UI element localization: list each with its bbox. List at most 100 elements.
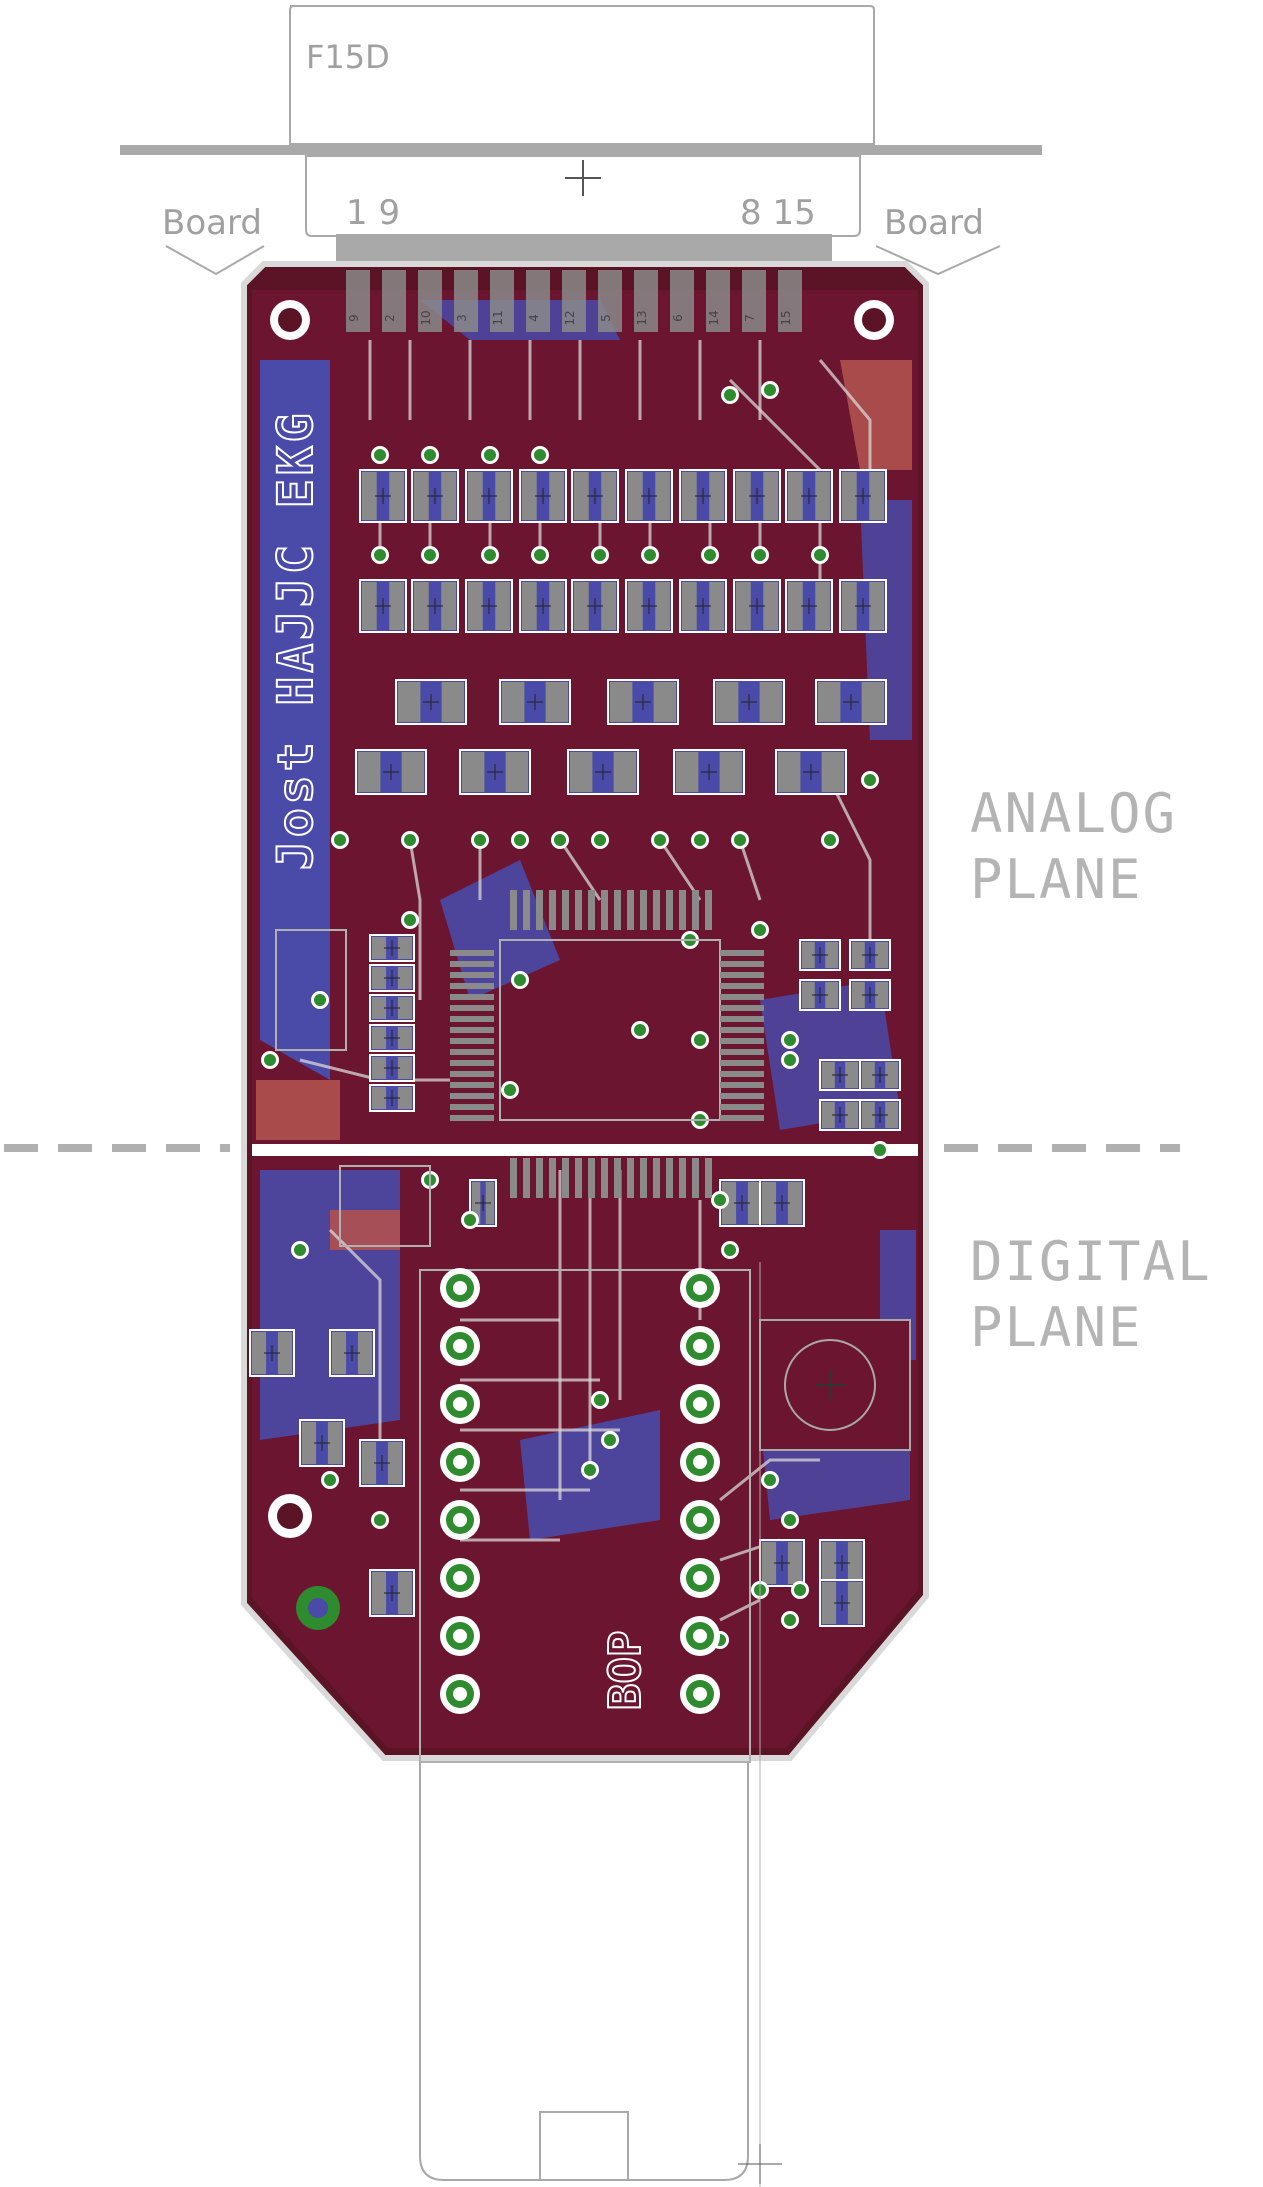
- smd-component: [819, 1539, 865, 1587]
- connector-pad-number: 5: [599, 314, 613, 322]
- qfp-pin: [720, 983, 764, 989]
- qfp-pin: [450, 961, 494, 967]
- smd-component: [519, 579, 567, 633]
- connector-pad-number: 12: [563, 310, 577, 325]
- connector-pad: [454, 270, 478, 332]
- digital-chip-pin: [523, 1158, 530, 1198]
- smd-component: [459, 749, 531, 795]
- qfp-pin: [562, 890, 569, 930]
- qfp-pin: [450, 1082, 494, 1088]
- smd-component: [359, 579, 407, 633]
- trace: [738, 839, 762, 901]
- qfp-pin: [720, 1060, 764, 1066]
- connector-pin-left: 1 9: [346, 193, 400, 233]
- smd-component: [465, 469, 513, 523]
- digital-plane-label: DIGITAL PLANE: [970, 1230, 1210, 1359]
- smd-component: [519, 469, 567, 523]
- qfp-pin: [720, 1005, 764, 1011]
- connector-pad-number: 3: [455, 314, 469, 322]
- smd-component: [329, 1329, 375, 1377]
- qfp-pin: [450, 1071, 494, 1077]
- smd-component: [369, 964, 415, 992]
- svg-text:PLANE: PLANE: [970, 848, 1143, 911]
- qfp-pin: [450, 983, 494, 989]
- trace: [719, 1598, 761, 1622]
- svg-text:PLANE: PLANE: [970, 1296, 1143, 1359]
- digital-chip-pin: [562, 1158, 569, 1198]
- qfp-pin: [523, 890, 530, 930]
- digital-chip-pin: [627, 1158, 634, 1198]
- smd-component: [369, 994, 415, 1022]
- qfp-pin: [614, 890, 621, 930]
- switch-footprint: [759, 1319, 911, 1451]
- qfp-pin: [720, 1115, 764, 1121]
- qfp-pin: [588, 890, 595, 930]
- qfp-pin: [450, 1104, 494, 1110]
- qfp-pin: [720, 994, 764, 1000]
- smd-component: [849, 939, 891, 971]
- qfp-pin: [450, 1038, 494, 1044]
- digital-chip-pin: [640, 1158, 647, 1198]
- qfp-pin: [450, 1093, 494, 1099]
- qfp-pin: [720, 950, 764, 956]
- silk-bottom-text: BOP: [600, 1631, 651, 1710]
- qfp-pin: [666, 890, 673, 930]
- qfp-pin: [450, 1049, 494, 1055]
- digital-chip-pin: [588, 1158, 595, 1198]
- digital-chip-pin: [536, 1158, 543, 1198]
- connector-label: F15D: [306, 38, 390, 76]
- connector-pad-number: 6: [671, 314, 685, 322]
- smd-component: [359, 1439, 405, 1487]
- digital-chip-pin: [653, 1158, 660, 1198]
- qfp-pin: [720, 1027, 764, 1033]
- plane-split-gap: [252, 1144, 918, 1156]
- connector-pad: [562, 270, 586, 332]
- qfp-pin: [450, 1060, 494, 1066]
- smd-component: [819, 1059, 861, 1091]
- smd-component: [571, 579, 619, 633]
- smd-component: [785, 579, 833, 633]
- connector-pad: [742, 270, 766, 332]
- svg-text:Board: Board: [162, 203, 262, 243]
- smd-component: [369, 1084, 415, 1112]
- connector-pad-number: 7: [743, 314, 757, 322]
- qfp-pin: [705, 890, 712, 930]
- smd-component: [499, 679, 571, 725]
- bottom-pour-left: [260, 360, 330, 1080]
- qfp-pin: [720, 1071, 764, 1077]
- connector-pad-number: 9: [347, 314, 361, 322]
- qfp-pin: [450, 1115, 494, 1121]
- digital-chip-pin: [575, 1158, 582, 1198]
- connector-f15d: F15D 1 9 8 15: [120, 5, 1042, 268]
- qfp-pin: [692, 890, 699, 930]
- board-edge-line: [120, 145, 1042, 155]
- digital-chip-pin: [614, 1158, 621, 1198]
- connector-pad: [346, 270, 370, 332]
- smd-component: [299, 1419, 345, 1467]
- analog-plane-label: ANALOG PLANE: [970, 782, 1175, 911]
- digital-chip-pin: [679, 1158, 686, 1198]
- qfp-pin: [450, 972, 494, 978]
- connector-pad: [634, 270, 658, 332]
- digital-chip-pin: [510, 1158, 517, 1198]
- usb-stick-outline: [419, 1262, 782, 2187]
- qfp-pin: [720, 961, 764, 967]
- smd-component: [369, 1569, 415, 1617]
- qfp-pin: [536, 890, 543, 930]
- digital-chip-pin: [666, 1158, 673, 1198]
- vias: [261, 381, 889, 1649]
- smd-component: [849, 979, 891, 1011]
- trace: [408, 839, 422, 1000]
- dip-socket: [419, 1268, 751, 1763]
- smd-component: [859, 1059, 901, 1091]
- smd-component: [799, 939, 841, 971]
- smd-component: [733, 579, 781, 633]
- smd-component: [359, 469, 407, 523]
- smd-component: [607, 679, 679, 725]
- connector-pad-number: 2: [383, 314, 397, 322]
- qfp-pin: [510, 890, 517, 930]
- qfp-pin: [450, 950, 494, 956]
- smd-component: [819, 1099, 861, 1131]
